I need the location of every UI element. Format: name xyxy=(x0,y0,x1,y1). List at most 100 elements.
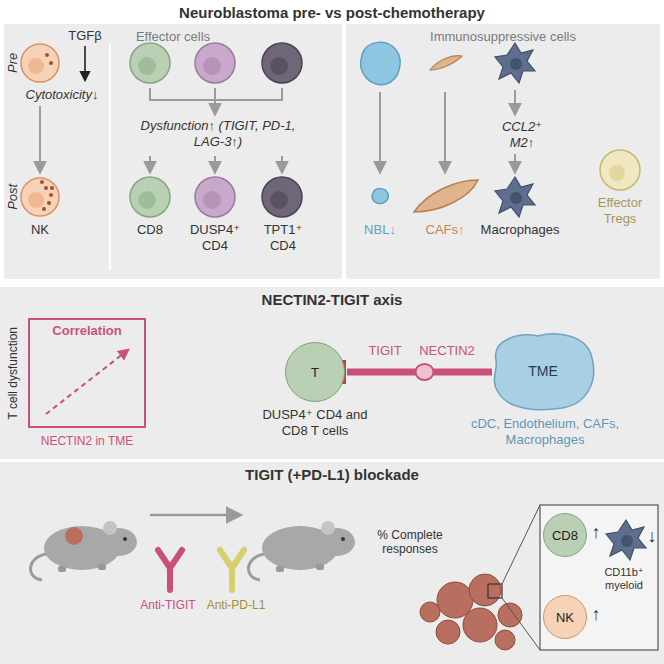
t-cells-part xyxy=(270,57,288,75)
t-cells-part xyxy=(203,191,221,209)
tigit-nectin2-link xyxy=(344,360,492,384)
suppressive-cells-part xyxy=(379,92,381,172)
treatment-illustration-part xyxy=(540,505,658,650)
treatment-illustration-part xyxy=(220,550,244,590)
panel-grounds-part xyxy=(0,462,664,664)
suppressive-cells xyxy=(361,42,640,217)
nk-cells-part xyxy=(42,207,46,211)
suppressive-cells-part xyxy=(430,56,462,70)
plot-box: Correlation xyxy=(28,318,146,428)
treatment-illustration-part xyxy=(420,574,522,650)
suppressive-cells-part xyxy=(495,43,535,83)
text-label: ↓ xyxy=(646,526,658,548)
t-cells-part xyxy=(130,177,170,217)
tme-outline xyxy=(494,334,593,410)
correlation-plot-part xyxy=(46,350,128,414)
text-label: ↑ xyxy=(589,604,603,626)
t-cells-part xyxy=(138,191,156,209)
text-label: DUSP4⁺ CD4 and CD8 T cells xyxy=(255,407,375,438)
sub-panel: Immunosuppressive cells xyxy=(346,24,660,279)
text-label: TGFβ xyxy=(55,28,115,44)
node-text: NK xyxy=(556,610,574,625)
nk-cells-part xyxy=(21,44,59,82)
treatment-illustration-part xyxy=(502,505,540,584)
treatment-illustration-part-part xyxy=(437,582,473,618)
text-label: NECTIN2 in TME xyxy=(27,434,147,448)
t-cells-part xyxy=(203,57,221,75)
t-cells-part xyxy=(281,156,283,172)
suppressive-cells-part xyxy=(600,150,640,190)
suppressive-cells-part xyxy=(361,42,400,84)
cd8-cell: CD8 xyxy=(543,513,587,557)
treatment-illustration xyxy=(30,505,658,650)
text-label: TPT1⁺ CD4 xyxy=(258,222,308,253)
nk-cells-part xyxy=(28,58,44,74)
treatment-illustration-part xyxy=(150,514,240,517)
node-text: Effector cells xyxy=(4,24,342,44)
t-cells-part xyxy=(195,43,235,83)
text-label: TIGIT xyxy=(360,343,410,359)
nk-cells-part xyxy=(47,201,51,205)
treatment-illustration-part-part xyxy=(498,603,522,627)
treatment-illustration-part xyxy=(488,584,502,598)
nk-cells-part xyxy=(49,193,53,197)
text-label: T cell dysfunction xyxy=(6,308,20,438)
suppressive-cells-part xyxy=(514,154,516,172)
suppressive-cells-part xyxy=(514,90,516,114)
nk-cells-part xyxy=(84,46,86,80)
node-text: T xyxy=(311,365,319,380)
node-text: Neuroblastoma pre- vs post-chemotherapy xyxy=(0,0,664,21)
nk-cells-part xyxy=(50,186,54,190)
text-label: Macrophages xyxy=(475,222,565,238)
treatment-illustration-part-part xyxy=(463,608,497,642)
t-cells-part xyxy=(262,177,302,217)
suppressive-cells-part xyxy=(414,180,478,212)
text-label: NBL↓ xyxy=(355,222,405,238)
treatment-illustration-part xyxy=(502,598,540,650)
node-text: Immunosuppressive cells xyxy=(346,24,660,44)
suppressive-cells-part xyxy=(495,177,535,217)
t-cells-part xyxy=(195,177,235,217)
treatment-illustration-part xyxy=(158,550,182,590)
panel-grounds xyxy=(0,24,664,664)
treatment-illustration-part xyxy=(606,520,646,560)
panel-grounds-part xyxy=(0,287,664,459)
text-label: Pre xyxy=(5,38,21,88)
treatment-illustration-part-part xyxy=(495,630,515,650)
text-label: ↑ xyxy=(589,522,603,544)
nk-cells-part xyxy=(44,186,48,190)
treatment-illustration-part-part xyxy=(420,602,440,622)
text-label: Dysfunction↑ (TIGIT, PD-1, LAG-3↑) xyxy=(130,118,306,149)
panel-grounds-part xyxy=(109,44,111,270)
nk-cells-part xyxy=(28,192,44,208)
suppressive-cells-part xyxy=(609,165,625,181)
nk-cells-part xyxy=(39,106,41,172)
nk-cells-part xyxy=(45,53,49,57)
node-text: TME xyxy=(528,363,558,379)
treatment-illustration-part-part xyxy=(469,574,501,606)
text-label: Post xyxy=(5,172,21,222)
text-label: CD8 xyxy=(125,222,175,238)
panel: TIGIT (+PD-L1) blockadeCD8NK xyxy=(0,462,664,664)
t-cells-part xyxy=(149,156,151,172)
nk-cells-part xyxy=(40,180,44,184)
treatment-illustration-part xyxy=(248,521,355,580)
t-cells-part xyxy=(214,156,216,172)
node-text: TIGIT (+PD-L1) blockade xyxy=(0,462,664,483)
text-label: CAFs↑ xyxy=(417,222,473,238)
text-label: DUSP4⁺ CD4 xyxy=(187,222,243,253)
t-cells-part xyxy=(262,43,302,83)
text-label: % Complete responses xyxy=(364,528,456,557)
panel-grounds-part xyxy=(346,24,660,279)
text-label: Anti-TIGIT xyxy=(133,598,203,612)
t-cells-part xyxy=(150,88,282,100)
treatment-illustration-part xyxy=(65,527,83,545)
nk-cells-part xyxy=(21,178,59,216)
text-label: CD11b⁺ myeloid xyxy=(592,566,656,592)
text-label: NK xyxy=(20,222,60,238)
nk-cells-part xyxy=(49,61,53,65)
t-cells-part xyxy=(270,191,288,209)
nk-cell: NK xyxy=(543,595,587,639)
treatment-illustration-part xyxy=(30,521,137,580)
text-label: Effector Tregs xyxy=(585,195,655,226)
